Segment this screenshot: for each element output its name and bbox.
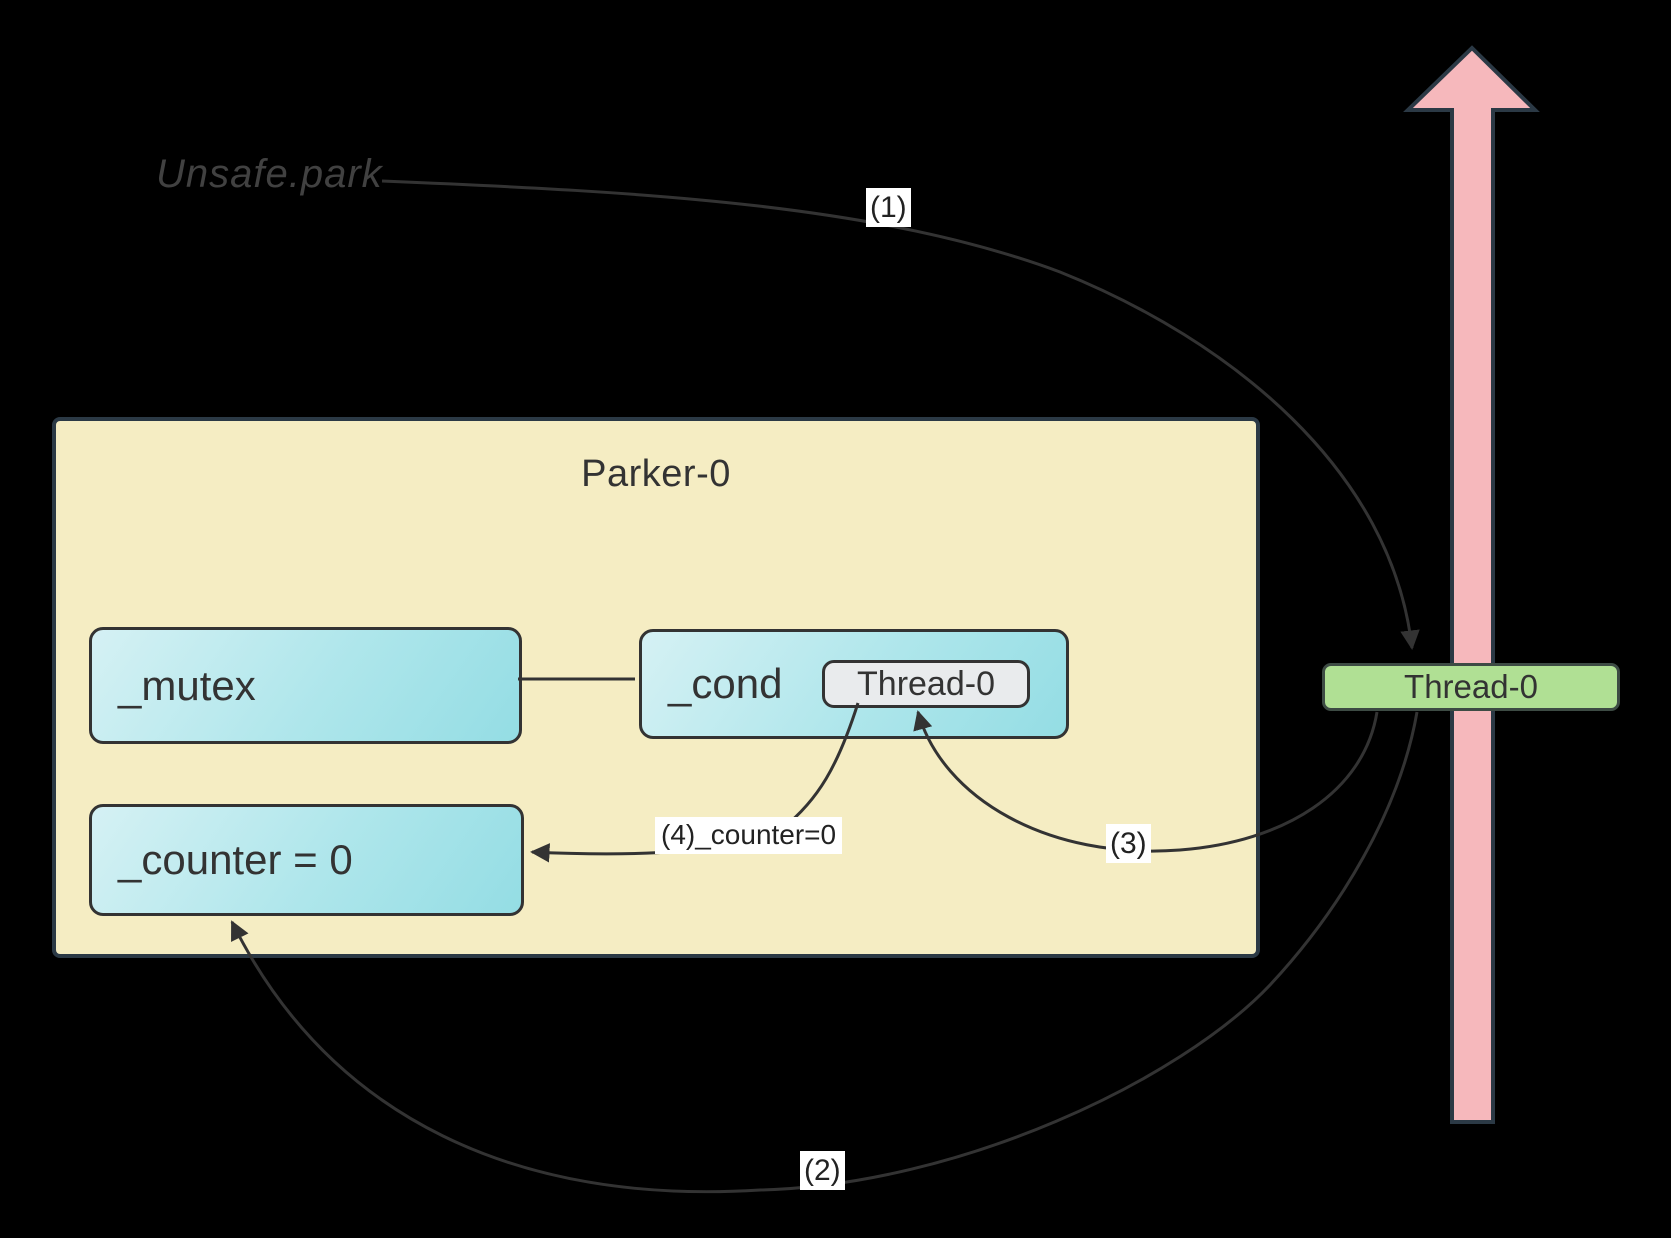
curve-step3 [913,710,1379,853]
cond-thread-chip: Thread-0 [822,660,1030,708]
counter-label: _counter = 0 [118,836,353,883]
curve-step1 [381,179,1420,650]
mutex-label: _mutex [118,661,256,709]
cond-box: _cond Thread-0 [639,629,1069,739]
thread-lane-label-text: Thread-0 [1404,668,1538,705]
step3-label: (3) [1106,824,1151,863]
counter-box: _counter = 0 [89,804,524,916]
parker-title: Parker-0 [581,453,731,495]
thread-timeline-arrow [1403,45,1540,1124]
curve-step2 [230,711,1419,1194]
step1-label: (1) [866,188,911,227]
thread-lane-label: Thread-0 [1322,663,1620,711]
step2-label: (2) [800,1151,845,1190]
unsafe-park-label: Unsafe.park [156,152,383,196]
cond-thread-chip-label: Thread-0 [857,664,995,703]
step4-label: (4)_counter=0 [655,817,843,854]
parker-box: Parker-0 _mutex _cond Thread-0 _counter … [52,417,1260,958]
cond-label: _cond [668,660,783,707]
mutex-box: _mutex [89,627,522,744]
